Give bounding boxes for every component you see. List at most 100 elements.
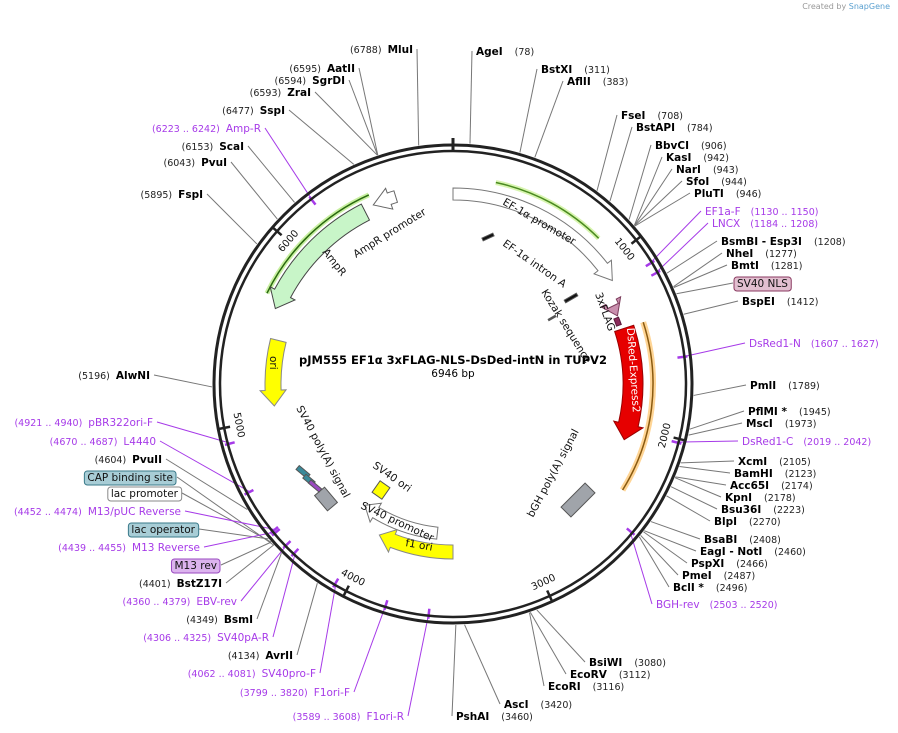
- enzyme-label-pflmi[interactable]: PflMI *(1945): [748, 406, 831, 418]
- leader-line: [634, 180, 683, 227]
- enzyme-label-bspei[interactable]: BspEI(1412): [742, 296, 818, 308]
- leader-line: [288, 109, 355, 165]
- enzyme-label-aatii[interactable]: (6595)AatII: [289, 63, 355, 75]
- enzyme-label-bcli[interactable]: BclI *(2496): [673, 582, 747, 594]
- enzyme-label-bamhi[interactable]: BamHI(2123): [734, 468, 816, 480]
- kozak-seq-marker[interactable]: [547, 314, 557, 322]
- site-name: DsRed1-N: [749, 338, 801, 350]
- site-position: (383): [603, 77, 629, 88]
- leader-line: [688, 422, 743, 436]
- leader-line: [176, 476, 275, 546]
- enzyme-label-sgrdi[interactable]: (6594)SgrDI: [275, 75, 345, 87]
- enzyme-label-pvui[interactable]: (6043) PvuI: [163, 157, 227, 169]
- featurebox-label-m13-rev[interactable]: M13 rev: [174, 560, 217, 572]
- enzyme-label-bstapi[interactable]: BstAPI(784): [636, 122, 713, 134]
- featurebox-label-cap-binding-site[interactable]: CAP binding site: [87, 472, 173, 484]
- enzyme-label-bsmi[interactable]: (4349)BsmI: [186, 614, 253, 626]
- site-position: (1208): [814, 237, 846, 248]
- ampr-promoter-arrow[interactable]: [372, 187, 399, 210]
- enzyme-label-xcmi[interactable]: XcmI(2105): [738, 456, 811, 468]
- primer-label-bgh-rev[interactable]: BGH-rev(2503 .. 2520): [656, 599, 777, 611]
- primer-label-pbr322ori-f[interactable]: (4921 .. 4940)pBR322ori-F: [14, 417, 153, 429]
- enzyme-label-nhei[interactable]: NheI(1277): [726, 248, 797, 260]
- enzyme-label-pmli[interactable]: PmlI(1789): [750, 380, 820, 392]
- primer-label-dsred1-c[interactable]: DsRed1-C(2019 .. 2042): [742, 436, 871, 448]
- ori-arrow[interactable]: [259, 337, 288, 407]
- primer-label-m13-puc-reverse[interactable]: (4452 .. 4474)M13/pUC Reverse: [14, 506, 181, 518]
- enzyme-label-avrii[interactable]: (4134)AvrII: [228, 650, 293, 662]
- featurebox-label-sv40-nls[interactable]: SV40 NLS: [737, 278, 788, 290]
- primer-label-m13-reverse[interactable]: (4439 .. 4455)M13 Reverse: [58, 542, 200, 554]
- sv40-ori-box[interactable]: [371, 480, 391, 500]
- kozak-marker[interactable]: [563, 292, 579, 304]
- enzyme-label-bsabi[interactable]: BsaBI(2408): [704, 534, 781, 546]
- enzyme-label-zrai[interactable]: (6593)ZraI: [250, 87, 311, 99]
- m13-rev-marker[interactable]: [307, 479, 323, 493]
- primer-label-f1ori-r[interactable]: (3589 .. 3608)F1ori-R: [293, 711, 404, 723]
- sv40-nls-marker[interactable]: [613, 316, 622, 327]
- site-name: AgeI: [476, 46, 503, 58]
- enzyme-label-nari[interactable]: NarI(943): [676, 164, 739, 176]
- enzyme-label-pspxi[interactable]: PspXI(2466): [691, 558, 768, 570]
- sv40-promoter-arrow[interactable]: [364, 502, 439, 540]
- bgh-polya-signal[interactable]: [560, 482, 596, 518]
- site-name: PspXI: [691, 558, 724, 570]
- enzyme-label-fsei[interactable]: FseI(708): [621, 110, 683, 122]
- enzyme-label-bbvci[interactable]: BbvCI(906): [655, 140, 727, 152]
- site-name: PshAI: [456, 711, 489, 723]
- enzyme-label-bstz17i[interactable]: (4401)BstZ17I: [139, 578, 222, 590]
- featurebox-label-lac-operator[interactable]: lac operator: [131, 524, 195, 536]
- enzyme-label-fspi[interactable]: (5895)FspI: [141, 189, 203, 201]
- enzyme-label-agei[interactable]: AgeI(78): [476, 46, 534, 58]
- site-position: (2487): [724, 571, 756, 582]
- ampr-arrow[interactable]: [269, 203, 371, 310]
- site-name: PvuI: [201, 157, 227, 169]
- primer-label-ebv-rev[interactable]: (4360 .. 4379)EBV-rev: [123, 596, 238, 608]
- primer-label-amp-r[interactable]: (6223 .. 6242)Amp-R: [152, 123, 261, 135]
- leader-line: [681, 342, 746, 358]
- ef1a-intron-marker[interactable]: [481, 232, 495, 242]
- site-name: NarI: [676, 164, 701, 176]
- enzyme-label-bsiwi[interactable]: BsiWI(3080): [589, 657, 666, 669]
- enzyme-label-sspi[interactable]: (6477)SspI: [222, 105, 285, 117]
- site-position: (6043): [163, 158, 195, 169]
- enzyme-label-bsu36i[interactable]: Bsu36I(2223): [721, 504, 805, 516]
- featurebox-label-lac-promoter[interactable]: lac promoter: [111, 488, 179, 500]
- primer-label-l4440[interactable]: (4670 .. 4687)L4440: [50, 436, 156, 448]
- enzyme-label-ecori[interactable]: EcoRI(3116): [548, 681, 624, 693]
- enzyme-label-ecorv[interactable]: EcoRV(3112): [570, 669, 650, 681]
- tick-mark: [217, 425, 231, 431]
- ef1a-promoter-arrow[interactable]: [452, 187, 613, 282]
- enzyme-label-asci[interactable]: AscI(3420): [504, 699, 572, 711]
- feature-label-ampr: AmpR: [320, 246, 349, 278]
- enzyme-label-eagi-noti[interactable]: EagI - NotI(2460): [700, 546, 806, 558]
- enzyme-label-kasi[interactable]: KasI(942): [666, 152, 729, 164]
- primer-label-sv40pro-f[interactable]: (4062 .. 4081)SV40pro-F: [188, 668, 316, 680]
- primer-label-lncx[interactable]: LNCX(1184 .. 1208): [712, 218, 818, 230]
- enzyme-label-sfoi[interactable]: SfoI(944): [686, 176, 747, 188]
- enzyme-label-mlui[interactable]: (6788)MluI: [350, 44, 413, 56]
- enzyme-label-acc65i[interactable]: Acc65I(2174): [730, 480, 813, 492]
- enzyme-label-pmei[interactable]: PmeI (2487): [682, 570, 755, 582]
- enzyme-label-scai[interactable]: (6153)ScaI: [182, 141, 244, 153]
- enzyme-label-aflii[interactable]: AflII (383): [567, 76, 628, 88]
- enzyme-label-bsmbi-esp3i[interactable]: BsmBI - Esp3I(1208): [721, 236, 846, 248]
- enzyme-label-bmti[interactable]: BmtI(1281): [731, 260, 802, 272]
- enzyme-label-pluti[interactable]: PluTI(946): [694, 188, 761, 200]
- primer-label-f1ori-f[interactable]: (3799 .. 3820)F1ori-F: [240, 687, 350, 699]
- site-name: PmeI: [682, 570, 712, 582]
- f1-ori-arrow[interactable]: [378, 528, 454, 560]
- enzyme-label-alwni[interactable]: (5196)AlwNI: [78, 370, 150, 382]
- primer-label-ef1a-f[interactable]: EF1a-F(1130 .. 1150): [705, 206, 818, 218]
- enzyme-label-msci[interactable]: MscI(1973): [746, 418, 816, 430]
- 3xflag-arrow[interactable]: [600, 295, 622, 317]
- enzyme-label-pvuii[interactable]: (4604)PvuII: [95, 454, 162, 466]
- enzyme-label-pshai[interactable]: PshAI(3460): [456, 711, 533, 723]
- site-name: AflII: [567, 76, 591, 88]
- dsred-express2-arrow[interactable]: [612, 324, 645, 441]
- enzyme-label-blpi[interactable]: BlpI(2270): [714, 516, 781, 528]
- primer-label-dsred1-n[interactable]: DsRed1-N(1607 .. 1627): [749, 338, 879, 350]
- enzyme-label-bstxi[interactable]: BstXI(311): [541, 64, 610, 76]
- primer-label-sv40pa-r[interactable]: (4306 .. 4325)SV40pA-R: [143, 632, 269, 644]
- enzyme-label-kpni[interactable]: KpnI(2178): [725, 492, 796, 504]
